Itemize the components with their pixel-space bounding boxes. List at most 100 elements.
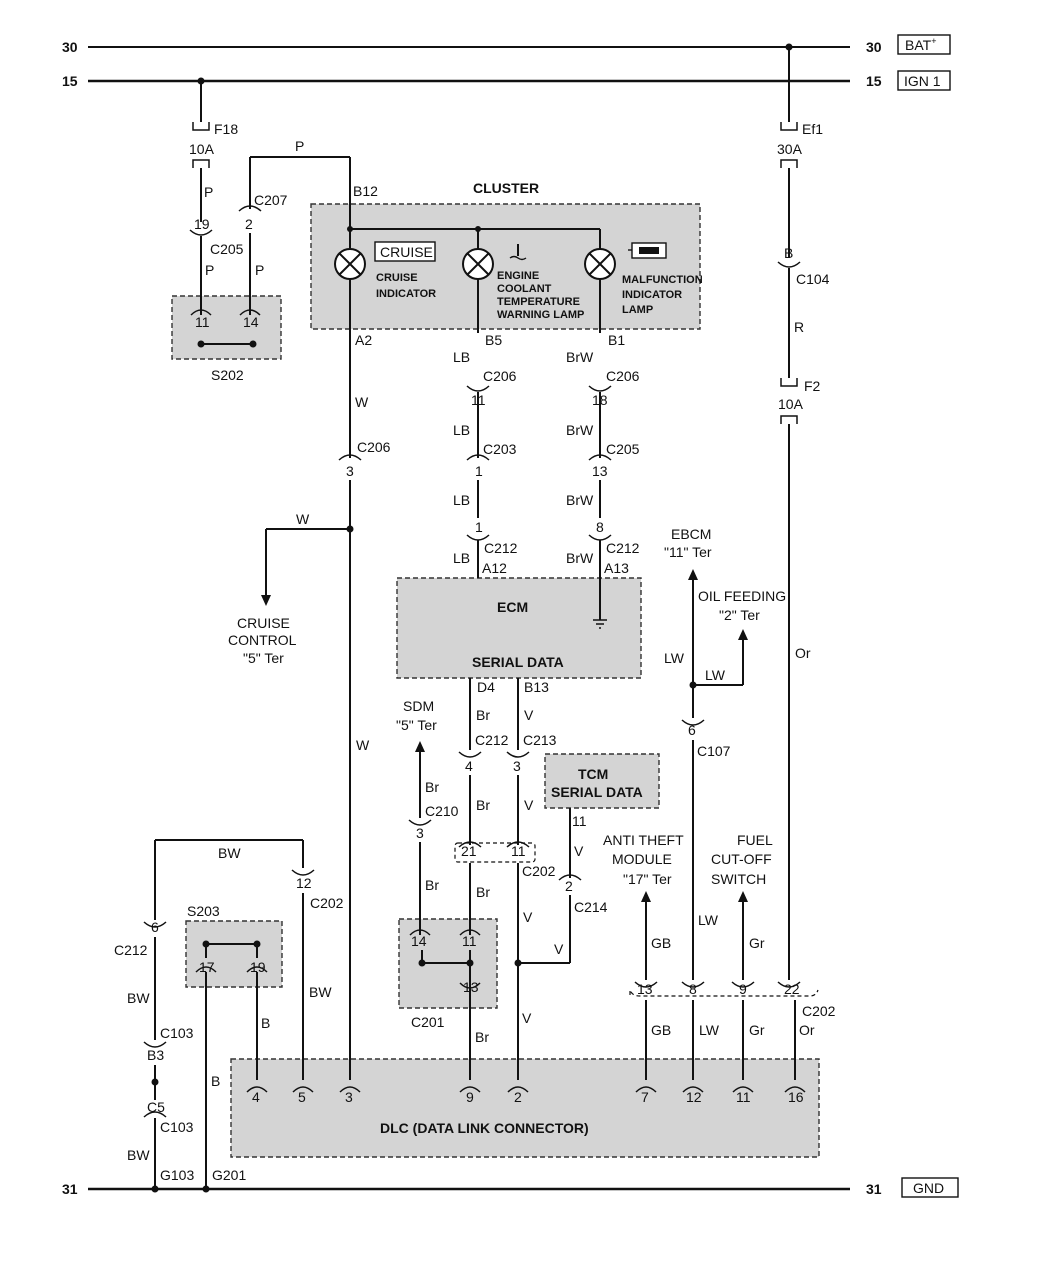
wire-br-2: Br (476, 797, 490, 813)
wire-br-1: Br (476, 707, 490, 723)
c203-pin: 1 (475, 463, 483, 479)
lamp1-line2: INDICATOR (376, 288, 436, 300)
f18-rating: 10A (189, 141, 215, 157)
s203-pin-17: 17 (199, 959, 215, 975)
cruise-dest-3: "5" Ter (243, 650, 284, 666)
c212b-name: C212 (606, 540, 640, 556)
wire-gr-2: Gr (749, 1022, 765, 1038)
dlc-pin-5: 5 (298, 1089, 306, 1105)
cluster-pin-b1: B1 (608, 332, 625, 348)
f2-rating: 10A (778, 396, 804, 412)
wire-bw-2: BW (127, 1147, 150, 1163)
c202a-pin: 12 (296, 875, 312, 891)
wire-brw-2: BrW (566, 422, 594, 438)
c103a-pin: B3 (147, 1047, 164, 1063)
lamp2-line1: ENGINE (497, 270, 539, 282)
wire-or-2: Or (799, 1022, 815, 1038)
c202b-pin-21: 21 (461, 843, 477, 859)
ef1-name: Ef1 (802, 121, 823, 137)
ign-label: IGN 1 (904, 73, 941, 89)
bat-rail-num-left: 30 (62, 39, 78, 55)
lamp2-line2: COOLANT (497, 283, 552, 295)
wire-b-1: B (261, 1015, 270, 1031)
c207-pin: 2 (245, 216, 253, 232)
wire-p-top: P (295, 138, 304, 154)
wire-lb-3: LB (453, 492, 470, 508)
c206c-pin: 3 (346, 463, 354, 479)
c212b-pin: 8 (596, 519, 604, 535)
tcm-sub: SERIAL DATA (551, 784, 643, 800)
wire-br-4: Br (425, 877, 439, 893)
engine-icon (628, 242, 667, 259)
c212a-pin: 1 (475, 519, 483, 535)
lamp3-line3: LAMP (622, 304, 653, 316)
gnd-rail-num-left: 31 (62, 1181, 78, 1197)
c202c-name: C202 (802, 1003, 836, 1019)
ign-rail: 15 15 IGN 1 (62, 70, 951, 91)
ebcm-dest-2: "11" Ter (664, 544, 712, 560)
wire-v-5: V (554, 941, 564, 957)
s202-pin-11: 11 (195, 314, 210, 330)
lamp1-line1: CRUISE (376, 272, 418, 284)
ef1-rating: 30A (777, 141, 803, 157)
c212c-pin: 4 (465, 758, 473, 774)
wire-lb-4: LB (453, 550, 470, 566)
wire-lw-4: LW (699, 1022, 720, 1038)
wire-r: R (794, 319, 804, 335)
wire-lw-2: LW (705, 667, 726, 683)
c103a-name: C103 (160, 1025, 194, 1041)
s203-pin-19: 19 (250, 959, 266, 975)
wire-lb-2: LB (453, 422, 470, 438)
c205b-pin: 13 (592, 463, 608, 479)
c212a-name: C212 (484, 540, 518, 556)
c203-name: C203 (483, 441, 517, 457)
c210-name: C210 (425, 803, 459, 819)
c107-pin: 6 (688, 722, 696, 738)
c202c-pin-9: 9 (739, 981, 747, 997)
c201-pin-14: 14 (411, 933, 427, 949)
fuel-dest-2: CUT-OFF (711, 851, 772, 867)
wire-bw-1: BW (127, 990, 150, 1006)
f2-name: F2 (804, 378, 821, 394)
tcm-module (544, 753, 660, 809)
cluster-pin-a2: A2 (355, 332, 372, 348)
oil-dest-2: "2" Ter (719, 607, 760, 623)
wire-gb-2: GB (651, 1022, 671, 1038)
c202b-name: C202 (522, 863, 556, 879)
wire-lb-1: LB (453, 349, 470, 365)
wire-v-3: V (523, 909, 533, 925)
ground-g201: G201 (212, 1167, 246, 1183)
c210-pin: 3 (416, 825, 424, 841)
c104-name: C104 (796, 271, 830, 287)
wire-brw-3: BrW (566, 492, 594, 508)
malfunction-lamp-icon (584, 248, 616, 280)
ecm-pin-a12: A12 (482, 560, 507, 576)
dlc-pin-4: 4 (252, 1089, 260, 1105)
bat-rail: 30 30 BAT+ (62, 34, 951, 55)
wire-p-2: P (205, 262, 214, 278)
c205a-pin: 19 (194, 216, 210, 232)
wire-brw-4: BrW (566, 550, 594, 566)
tcm-pin: 11 (572, 813, 587, 829)
antitheft-dest-1: ANTI THEFT (603, 832, 684, 848)
f18-fuse-icon (192, 122, 210, 168)
sdm-dest-1: SDM (403, 698, 434, 714)
wire-or-1: Or (795, 645, 811, 661)
dlc-pin-11: 11 (736, 1089, 751, 1105)
c212d-name: C212 (114, 942, 148, 958)
f18-name: F18 (214, 121, 238, 137)
wire-brw-1: BrW (566, 349, 594, 365)
tcm-title: TCM (578, 766, 608, 782)
wire-br-5: Br (475, 1029, 489, 1045)
s202-pin-14: 14 (243, 314, 259, 330)
ground-g103: G103 (160, 1167, 194, 1183)
dlc-pin-7: 7 (641, 1089, 649, 1105)
gnd-label: GND (913, 1180, 944, 1196)
wire-v-1: V (524, 707, 534, 723)
wire-lw-3: LW (698, 912, 719, 928)
c201-pin-11: 11 (462, 933, 477, 949)
c202c-pin-8: 8 (689, 981, 697, 997)
wire-p-3: P (255, 262, 264, 278)
oil-dest-1: OIL FEEDING (698, 588, 786, 604)
